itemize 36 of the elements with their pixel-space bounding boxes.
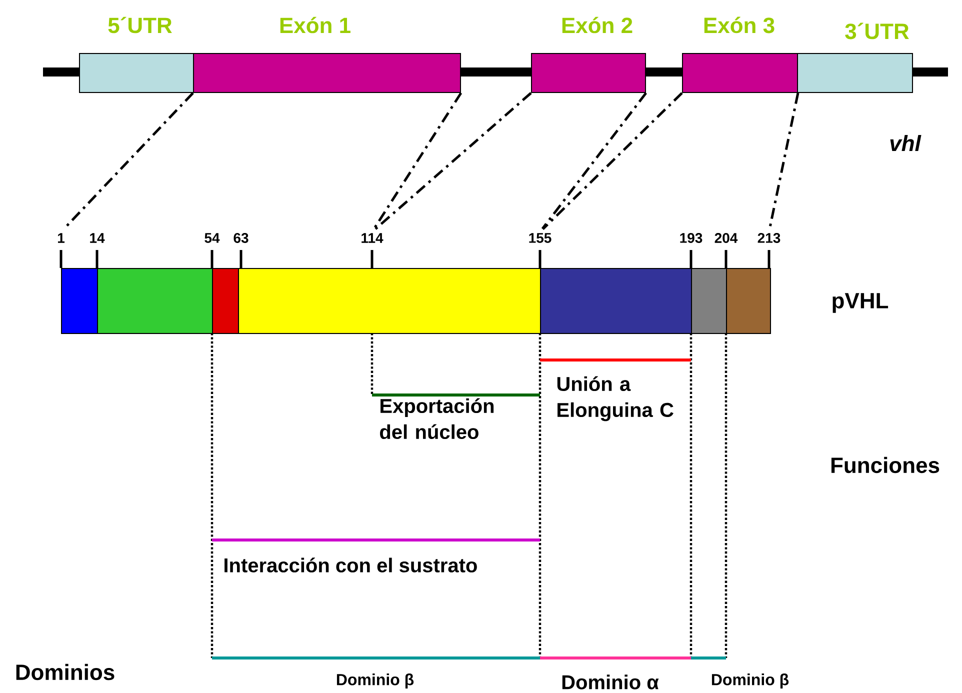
annotation-text: Unión a Elonguina C bbox=[557, 376, 674, 422]
segment-label: 5´UTR bbox=[108, 16, 172, 34]
segment-label: Exón 2 bbox=[562, 16, 632, 34]
protein-segment bbox=[212, 268, 239, 334]
annotation-text: Dominio β bbox=[712, 674, 789, 688]
annotation-text: Funciones bbox=[831, 456, 940, 474]
mapping-line bbox=[768, 92, 800, 228]
mapping-line bbox=[373, 92, 462, 230]
mapping-line bbox=[542, 92, 683, 230]
position-number: 63 bbox=[234, 233, 248, 243]
segment-label: Exón 1 bbox=[280, 16, 350, 34]
position-number: 114 bbox=[362, 233, 384, 243]
position-number: 1 bbox=[58, 233, 65, 243]
protein-segment bbox=[238, 268, 541, 334]
position-number: 14 bbox=[90, 233, 105, 243]
position-number: 54 bbox=[204, 233, 220, 243]
position-number: 213 bbox=[758, 233, 780, 243]
annotation-text: Interacción con el sustrato bbox=[224, 558, 477, 572]
position-number: 204 bbox=[714, 233, 738, 243]
annotation-text: Exportación del núcleo bbox=[380, 398, 494, 440]
annotation-text: Dominios bbox=[16, 664, 114, 680]
mapping-line bbox=[541, 92, 647, 230]
segment-label: Exón 3 bbox=[704, 16, 774, 34]
protein-segment bbox=[540, 268, 692, 334]
position-number: 155 bbox=[529, 233, 552, 243]
annotation-text: Dominio β bbox=[336, 674, 414, 688]
protein-segment bbox=[726, 268, 771, 334]
annotation-text: vhl bbox=[890, 135, 922, 151]
segment-label: 3´UTR bbox=[845, 22, 909, 40]
annotation-text: Dominio α bbox=[562, 674, 659, 690]
position-number: 193 bbox=[680, 233, 702, 243]
annotation-text: pVHL bbox=[832, 293, 888, 313]
protein-segment bbox=[61, 268, 98, 334]
mapping-line bbox=[374, 92, 532, 230]
protein-segment bbox=[691, 268, 727, 334]
protein-segment bbox=[97, 268, 213, 334]
